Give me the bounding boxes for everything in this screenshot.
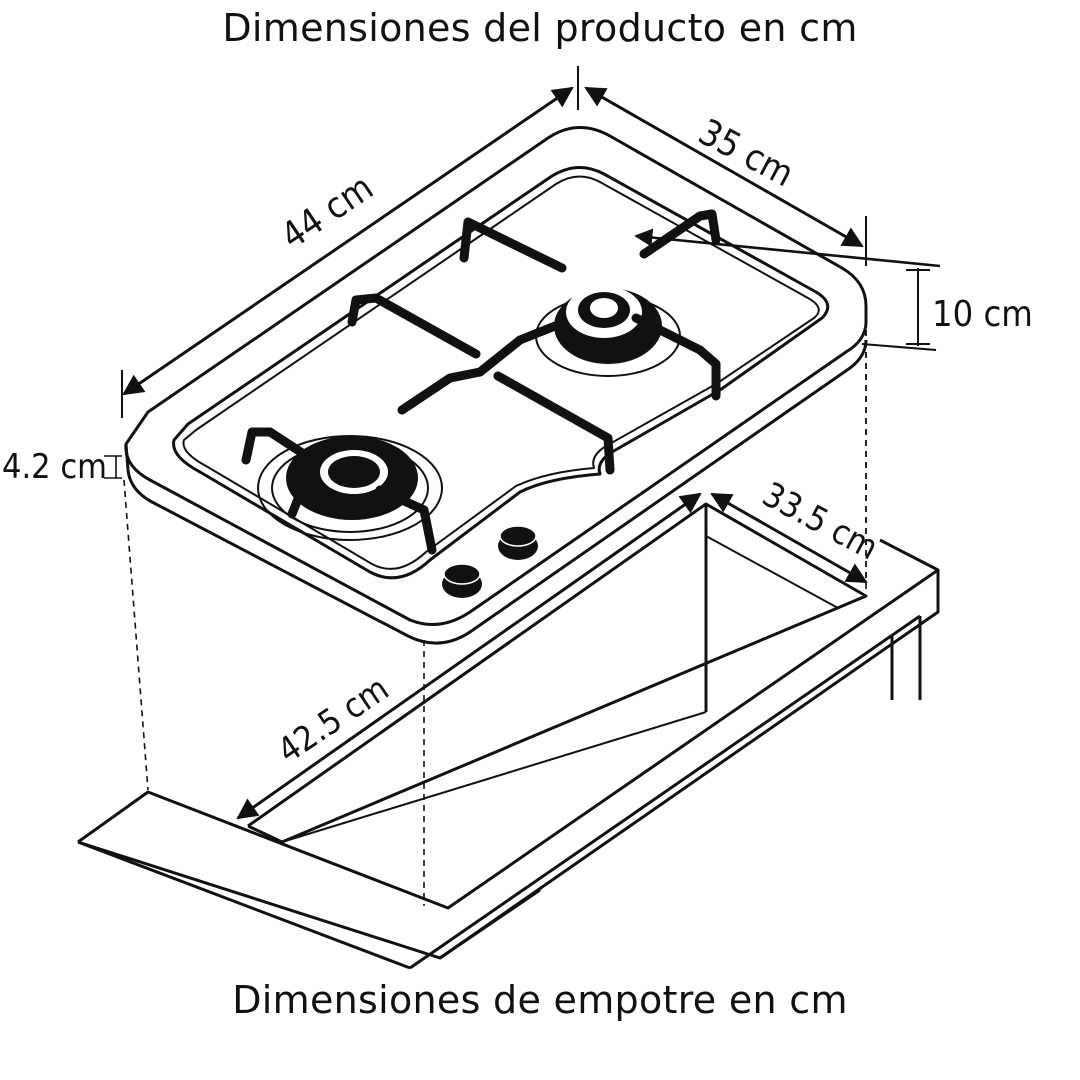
product-dimensions-title: Dimensiones del producto en cm	[222, 6, 858, 50]
dimension-lines	[104, 66, 941, 820]
height-label: 10 cm	[932, 294, 1033, 335]
length-label: 44 cm	[274, 167, 381, 257]
cooktop-body	[124, 126, 868, 645]
cutout-dimensions-title: Dimensiones de empotre en cm	[232, 978, 848, 1022]
width-label: 35 cm	[692, 112, 800, 196]
top-thickness-label: 4.2 cm	[2, 447, 107, 487]
